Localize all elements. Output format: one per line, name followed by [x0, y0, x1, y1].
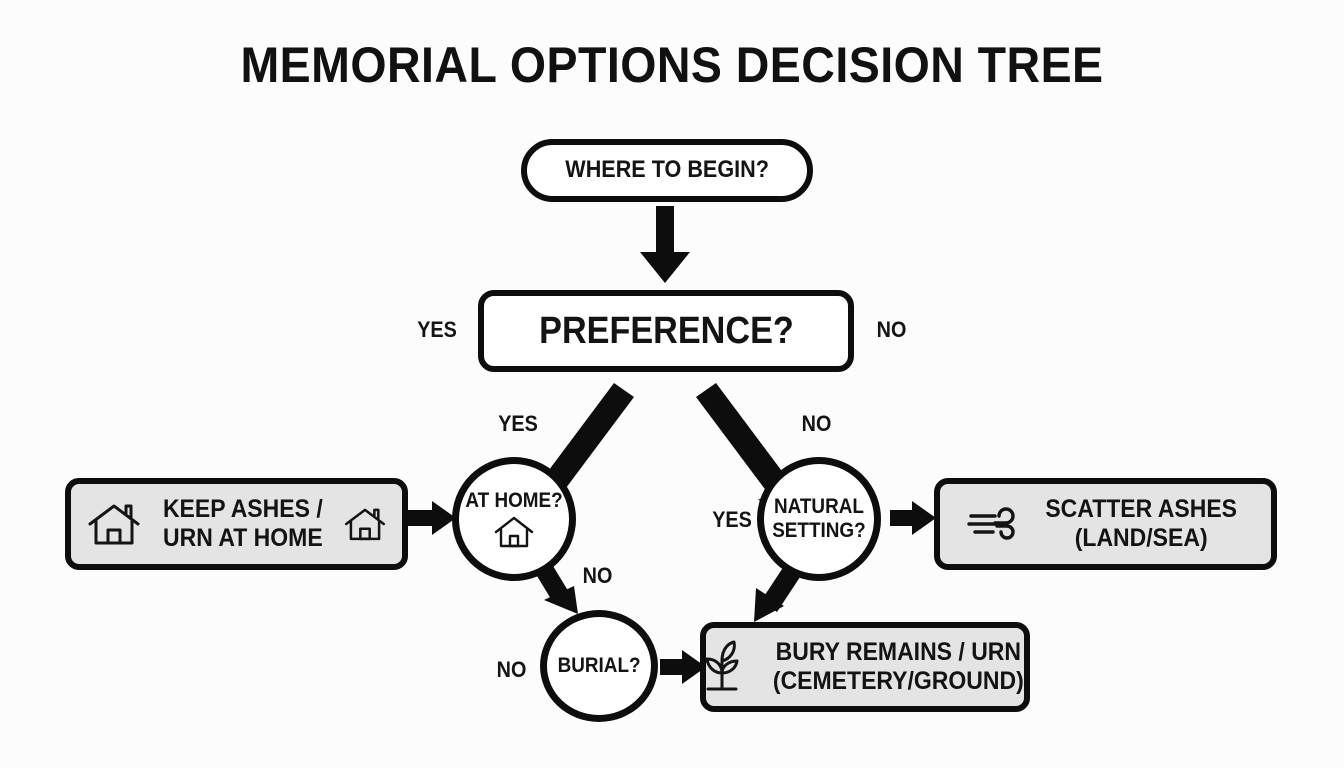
house-icon	[343, 506, 387, 542]
arrow-natural-setting-to-scatter-ashes	[890, 501, 936, 535]
house-icon	[493, 515, 535, 549]
node-at-home[interactable]: AT HOME?	[452, 457, 576, 581]
edge-label-branch-yes: YES	[498, 411, 538, 436]
outcome-scatter-ashes-line2: (LAND/SEA)	[1075, 524, 1208, 552]
edge-label-at-home-no: NO	[582, 563, 613, 588]
edge-label-natural-yes: YES	[712, 507, 752, 532]
wind-icon	[965, 502, 1023, 546]
node-start-label: WHERE TO BEGIN?	[565, 156, 769, 184]
outcome-bury-remains-line2: (CEMETERY/GROUND)	[772, 667, 1024, 695]
outcome-keep-ashes[interactable]: KEEP ASHES / URN AT HOME	[65, 478, 408, 570]
outcome-keep-ashes-label: KEEP ASHES / URN AT HOME	[163, 495, 323, 554]
house-icon	[86, 501, 142, 547]
page-title: MEMORIAL OPTIONS DECISION TREE	[240, 37, 1104, 93]
node-start[interactable]: WHERE TO BEGIN?	[521, 139, 813, 202]
edge-label-branch-no: NO	[801, 411, 832, 436]
outcome-keep-ashes-line2: URN AT HOME	[162, 524, 323, 552]
edge-label-burial-no: NO	[496, 657, 527, 682]
outcome-bury-remains-label: BURY REMAINS / URN (CEMETERY/GROUND)	[773, 638, 1024, 697]
arrow-start-to-preference	[640, 206, 690, 283]
outcome-scatter-ashes-label: SCATTER ASHES (LAND/SEA)	[1046, 495, 1238, 554]
outcome-bury-remains[interactable]: BURY REMAINS / URN (CEMETERY/GROUND)	[700, 622, 1030, 712]
edge-label-preference-no: NO	[876, 317, 907, 342]
node-burial-label: BURIAL?	[557, 654, 641, 678]
node-burial[interactable]: BURIAL?	[540, 610, 658, 722]
node-preference[interactable]: PREFERENCE?	[478, 290, 854, 372]
outcome-keep-ashes-line1: KEEP ASHES /	[162, 494, 323, 523]
outcome-scatter-ashes-line1: SCATTER ASHES	[1045, 494, 1238, 523]
outcome-scatter-ashes[interactable]: SCATTER ASHES (LAND/SEA)	[934, 478, 1277, 570]
node-natural-setting-label-line1: NATURAL	[774, 495, 864, 519]
node-natural-setting[interactable]: NATURAL SETTING?	[757, 457, 881, 581]
node-at-home-label: AT HOME?	[465, 488, 563, 512]
sprout-icon	[696, 639, 748, 695]
outcome-bury-remains-line1: BURY REMAINS / URN	[775, 637, 1021, 666]
node-preference-label: PREFERENCE?	[538, 309, 794, 352]
node-natural-setting-label-line2: SETTING?	[772, 519, 866, 542]
edge-label-preference-yes: YES	[417, 317, 457, 342]
arrow-keep-ashes-to-at-home	[408, 501, 456, 535]
